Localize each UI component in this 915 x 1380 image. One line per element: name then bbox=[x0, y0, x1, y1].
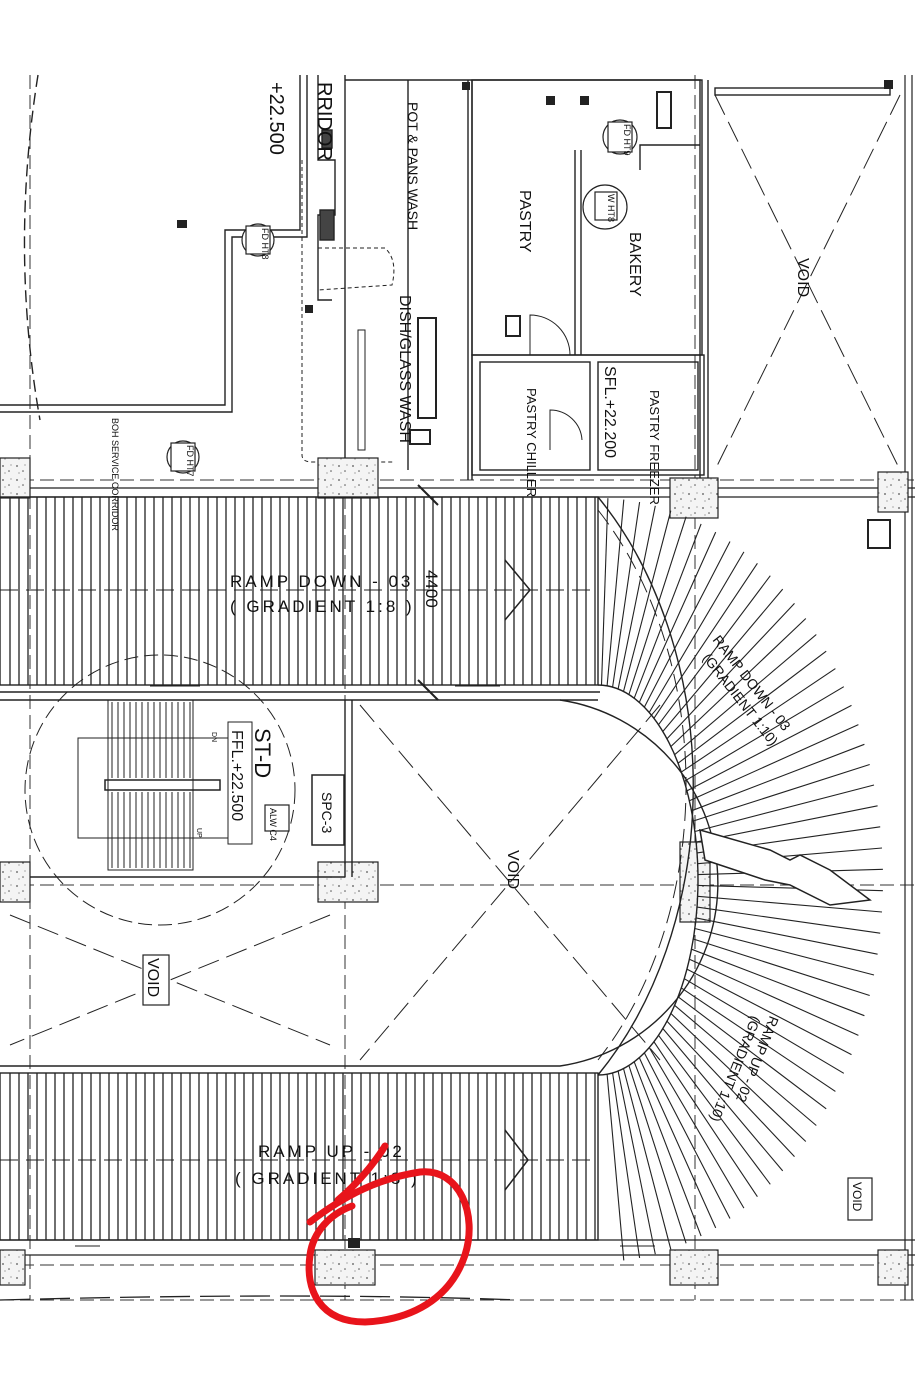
boh-service-corridor-label: BOH SERVICE CORRIDOR bbox=[110, 418, 120, 531]
upper-rooms bbox=[0, 74, 901, 480]
stair-treads bbox=[111, 702, 191, 868]
tag-fd-ht9: FD HT9 bbox=[622, 124, 632, 156]
pot-pans-wash-label: POT & PANS WASH bbox=[405, 102, 421, 230]
tag-fd-ht7: FD HT7 bbox=[185, 445, 195, 477]
middle-band bbox=[0, 654, 719, 1067]
stair-up-label: UP bbox=[195, 828, 202, 838]
stair-st-d-label: ST-D bbox=[250, 728, 275, 778]
bakery-label: BAKERY bbox=[626, 232, 643, 297]
tag-symbols bbox=[142, 119, 873, 1221]
corridor-level: +22.500 bbox=[265, 82, 287, 155]
void-top-label: VOID bbox=[794, 258, 811, 297]
void-left-label: VOID bbox=[144, 958, 161, 997]
ramp-down-03-gradient: ( GRADIENT 1:8 ) bbox=[230, 597, 415, 616]
dimension-4400: 4400 bbox=[422, 570, 441, 608]
ramp-up-02 bbox=[0, 1072, 655, 1247]
tag-fd-ht8: FD HT8 bbox=[260, 228, 270, 260]
tag-w-ht8: W HT8 bbox=[606, 194, 616, 222]
pastry-freezer-label: PASTRY FREEZER bbox=[647, 390, 662, 505]
ramp-down-03 bbox=[0, 484, 599, 701]
spc-3-label: SPC-3 bbox=[319, 792, 335, 833]
pastry-chiller-label: PASTRY CHILLER bbox=[524, 388, 539, 497]
fixtures-top bbox=[177, 80, 893, 549]
sfl-level-label: SFL.+22.200 bbox=[601, 366, 618, 458]
pastry-label: PASTRY bbox=[516, 190, 533, 253]
ramp-down-03-label: RAMP DOWN - 03 bbox=[230, 572, 413, 591]
red-markup-circle bbox=[305, 1142, 473, 1326]
ffl-level-box bbox=[227, 721, 253, 845]
alw-tag: ALW C4 bbox=[268, 808, 278, 841]
fixture-bottom bbox=[348, 1238, 360, 1248]
bottom-dashed-edge bbox=[0, 1295, 521, 1301]
ramp-up-02-label: RAMP UP - 02 bbox=[258, 1142, 405, 1161]
dish-glass-wash-label: DISH/GLASS WASH bbox=[396, 295, 413, 443]
ffl-level-label: FFL.+22.500 bbox=[228, 730, 245, 821]
void-center-label: VOID bbox=[504, 850, 521, 889]
corridor-label: RRIDOR bbox=[313, 82, 335, 161]
stair-dn-label: DN bbox=[210, 732, 217, 742]
ramp-break-symbol bbox=[699, 828, 872, 906]
curved-ramp bbox=[597, 496, 699, 1076]
void-right-label: VOID bbox=[850, 1182, 864, 1212]
